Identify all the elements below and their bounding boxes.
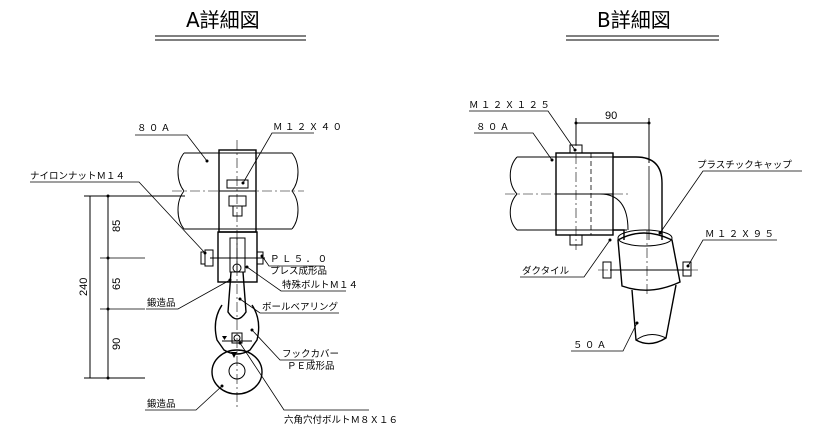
dim-90-b-label: 90 — [605, 110, 617, 122]
label-forging-2: 鍛造品 — [147, 398, 176, 410]
press-plate-drawing — [200, 231, 265, 283]
dim-65-label: 65 — [111, 278, 123, 290]
label-hex-bolt: 六角穴付ボルトＭ８Ｘ１６ — [284, 414, 398, 426]
label-pipe-50a: ５０Ａ — [573, 340, 609, 351]
label-plastic-cap: プラスチックキャップ — [697, 160, 792, 171]
dimension-lines-b: 90 — [574, 110, 651, 163]
pipe-50a-drawing — [631, 284, 677, 345]
label-hook-cover: フックカバー — [282, 349, 339, 360]
dim-240-label: 240 — [78, 278, 90, 296]
dim-90-label: 90 — [111, 338, 123, 350]
detail-b-title: B詳細図 — [597, 8, 671, 32]
pipe-clamp-drawing — [218, 140, 257, 410]
hook-ring-drawing — [211, 349, 263, 395]
coupling-drawing — [598, 229, 698, 296]
leader-lines-a — [30, 132, 369, 411]
label-forging-1: 鍛造品 — [147, 297, 176, 309]
label-special-bolt: 特殊ボルトＭ１４ — [282, 279, 358, 291]
label-plate-pl50: ＰＬ５．０ — [270, 254, 330, 265]
leader-lines-b — [469, 110, 802, 352]
label-ball-bearing: ボールベアリング — [262, 301, 339, 313]
label-pe-molded: ＰＥ成形品 — [287, 360, 335, 372]
detail-a-title: A詳細図 — [186, 8, 260, 32]
label-pipe-80a: ８０Ａ — [137, 123, 173, 134]
label-bolt-m12x40: Ｍ１２Ｘ４０ — [273, 122, 344, 133]
dimension-lines-a: 240 85 65 90 — [78, 194, 185, 380]
label-bolt-m12x125: Ｍ１２Ｘ１２５ — [469, 100, 552, 111]
detail-a: A詳細図 — [30, 8, 398, 426]
label-ductile: ダクタイル — [522, 265, 570, 277]
elbow-drawing — [599, 156, 663, 240]
hanger-rod-drawing — [227, 263, 247, 320]
hook-cover-drawing — [214, 304, 260, 358]
label-nylon-nut: ナイロンナットＭ１４ — [30, 171, 125, 182]
pipe-80a-drawing — [172, 152, 304, 230]
label-press-part: プレス成形品 — [270, 265, 327, 277]
dim-85-label: 85 — [111, 220, 123, 232]
label-pipe-80a-b: ８０Ａ — [476, 122, 512, 133]
detail-b: B詳細図 — [469, 8, 802, 352]
label-bolt-m12x95: Ｍ１２Ｘ９５ — [705, 229, 776, 240]
